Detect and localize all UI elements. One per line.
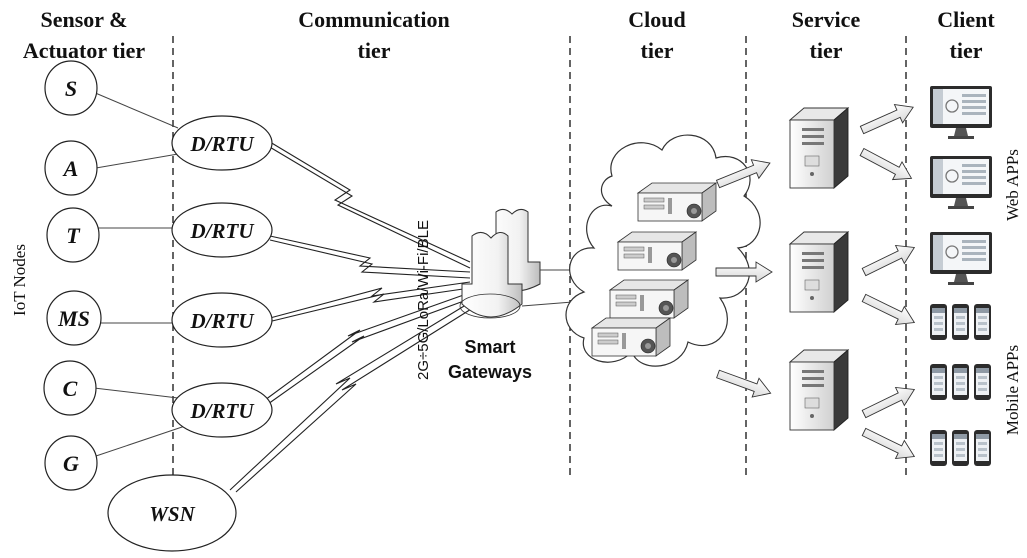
- sensor-tier-title-line2: Actuator tier: [23, 38, 146, 63]
- client-tier-title-line1: Client: [937, 7, 995, 32]
- node-sensor-label: S: [65, 76, 77, 101]
- mobile-apps-label: Mobile APPs: [1003, 345, 1022, 435]
- cloud-server-icon-4: [591, 317, 671, 357]
- node-c: [43, 360, 97, 416]
- arrow-service-to-mobile-1: [859, 288, 920, 332]
- arrow-service-to-web-3: [859, 238, 920, 282]
- rtu-2-label: D/RTU: [190, 219, 256, 243]
- rtu-3: [171, 292, 273, 348]
- node-c-label: C: [63, 376, 78, 401]
- node-ms-label: MS: [57, 306, 90, 331]
- cloud-server-icon-1: [637, 182, 717, 222]
- rtu-4-label: D/RTU: [190, 399, 256, 423]
- web-app-monitor-icon-3: [929, 231, 993, 286]
- web-app-monitor-icon-1: [929, 85, 993, 140]
- client-tier-title-line2: tier: [950, 38, 983, 63]
- web-app-monitor-icon-2: [929, 155, 993, 210]
- cloud-tier-title-line1: Cloud: [628, 7, 685, 32]
- arrow-service-to-web-2: [856, 142, 917, 188]
- protocols-label: 2G÷5G/LoRa/Wi-Fi/BLE: [415, 220, 432, 380]
- node-g-label: G: [63, 451, 79, 476]
- rtu-1: [171, 115, 273, 171]
- arrow-cloud-to-service-3: [714, 364, 775, 404]
- rtu-2: [171, 202, 273, 258]
- sensor-tier-title-line1: Sensor &: [41, 7, 128, 32]
- mobile-app-phones-icon-1: [930, 304, 991, 340]
- communication-tier-title-line2: tier: [358, 38, 391, 63]
- mobile-app-phones-icon-3: [930, 430, 991, 466]
- gateways-label-line2: Gateways: [448, 362, 532, 382]
- node-t-label: T: [66, 223, 81, 248]
- service-server-icon-1: [789, 107, 849, 189]
- arrow-service-to-mobile-3: [859, 422, 920, 466]
- wireless-links: [229, 141, 477, 493]
- smart-gateway-icon: [459, 208, 541, 319]
- node-connectors: [92, 91, 189, 457]
- node-ms: [46, 290, 102, 346]
- service-tier-title-line2: tier: [810, 38, 843, 63]
- mobile-app-phones-icon-2: [930, 364, 991, 400]
- cloud-tier-title-line2: tier: [641, 38, 674, 63]
- rtu-1-label: D/RTU: [190, 132, 256, 156]
- cloud-server-icon-3: [609, 279, 689, 319]
- cloud-server-icon-2: [617, 231, 697, 271]
- wsn-node: [107, 474, 237, 552]
- arrow-service-to-web-1: [857, 97, 918, 140]
- iot-nodes-label: IoT Nodes: [10, 244, 29, 316]
- service-tier-title-line1: Service: [792, 7, 861, 32]
- node-t: [46, 207, 100, 263]
- rtu-3-label: D/RTU: [190, 309, 256, 333]
- node-sensor: [44, 60, 98, 116]
- service-server-icon-3: [789, 349, 849, 431]
- communication-tier-title-line1: Communication: [298, 7, 450, 32]
- arrow-service-to-mobile-2: [859, 380, 920, 424]
- node-actuator-label: A: [62, 156, 79, 181]
- gateways-label-line1: Smart: [464, 337, 515, 357]
- web-apps-label: Web APPs: [1003, 149, 1022, 221]
- service-server-icon-2: [789, 231, 849, 313]
- rtu-4: [171, 382, 273, 438]
- wsn-label: WSN: [149, 502, 195, 526]
- node-actuator: [44, 140, 98, 196]
- node-g: [44, 435, 98, 491]
